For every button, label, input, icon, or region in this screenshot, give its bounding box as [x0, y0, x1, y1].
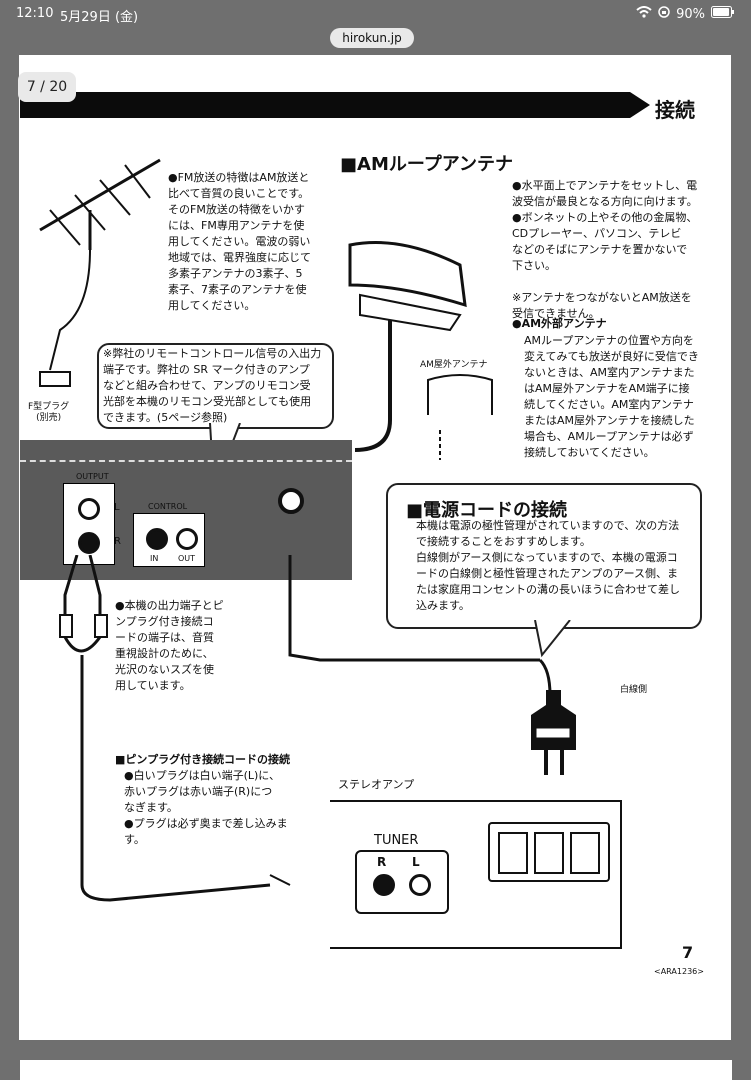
power-plug-illustration [531, 690, 576, 775]
power-bubble [386, 483, 702, 629]
fm-note: ●FM放送の特徴はAM放送と 比べて音質の良いことです。 そのFM放送の特徴をい… [168, 171, 311, 312]
pin-note: ●本機の出力端子とピ ンプラグ付き接続コ ードの端子は、音質 重視設計のために、… [115, 599, 224, 692]
output-jack-l [78, 498, 100, 520]
am-ext-text: AMループアンテナの位置や方向を 変えてみても放送が良好に受信でき ないときは、… [524, 334, 699, 459]
status-date: 5月29日 (金) [60, 10, 139, 25]
outlet-2 [534, 832, 564, 874]
fm-antenna-illustration [39, 158, 161, 387]
url-bar[interactable]: hirokun.jp [330, 28, 414, 48]
control-in-jack [146, 528, 168, 550]
am-ext-title: ●AM外部アンテナ [512, 317, 607, 330]
remote-note-bubble [97, 343, 334, 429]
stereo-amp-panel [330, 800, 622, 949]
doc-code: <ARA1236> [654, 967, 704, 976]
cable-drawings [59, 555, 552, 902]
outlet-panel [488, 822, 610, 882]
power-title: ■電源コードの接続 [406, 500, 568, 521]
power-text: 本機は電源の極性管理がされていますので、次の方法 で接続することをおすすめします… [416, 519, 680, 612]
control-terminal-box: CONTROL IN OUT [133, 502, 205, 567]
output-label: OUTPUT [76, 472, 109, 481]
remote-note: ※弊社のリモートコントロール信号の入出力 端子です。弊社の SR マーク付きのア… [103, 347, 322, 424]
next-page-edge [20, 1060, 732, 1080]
pin-title: ■ピンプラグ付き接続コードの接続 [115, 753, 291, 766]
header-bar-tip [630, 92, 650, 118]
white-line-label: 白線側 [620, 685, 648, 695]
tuner-l-label: L [412, 855, 420, 869]
am-antenna-terminal [278, 488, 304, 514]
battery-icon [711, 6, 735, 22]
tuner-input-box: R L [355, 850, 449, 914]
am-loop-title: ■AMループアンテナ [340, 154, 514, 175]
stereo-amp-label: ステレオアンプ [338, 778, 415, 791]
status-time: 12:10 [16, 6, 54, 21]
wifi-icon [636, 6, 652, 22]
am-notes: ●水平面上でアンテナをセットし、電 波受信が最良となる方向に向けます。 ●ボンネ… [512, 179, 698, 320]
status-right: 90% [636, 6, 735, 22]
output-l-label: L [114, 502, 120, 513]
tuner-label: TUNER [374, 833, 419, 848]
panel-dash [20, 460, 352, 462]
control-out-jack [176, 528, 198, 550]
battery-percent: 90% [676, 6, 705, 22]
header-bar [20, 92, 630, 118]
am-outdoor-label: AM屋外アンテナ [420, 360, 488, 370]
control-in-label: IN [150, 554, 159, 563]
status-bar: 12:10 5月29日 (金) 90% [0, 0, 751, 26]
output-jack-r [78, 532, 100, 554]
orientation-lock-icon [658, 6, 670, 22]
control-out-label: OUT [178, 554, 196, 563]
am-cables [355, 320, 441, 460]
control-label: CONTROL [148, 502, 188, 511]
page-indicator: 7 / 20 [18, 72, 76, 102]
output-r-label: R [114, 536, 121, 547]
tuner-jack-r [373, 874, 395, 896]
tuner-jack-l [409, 874, 431, 896]
f-plug-label: F型プラグ (別売) [28, 402, 70, 423]
am-outdoor-antenna [427, 374, 493, 415]
pin-text: ●白いプラグは白い端子(L)に、 赤いプラグは赤い端子(R)につ なぎます。 ●… [124, 769, 288, 846]
output-terminal-box: OUTPUT L R [63, 472, 121, 565]
outlet-1 [498, 832, 528, 874]
am-loop-antenna-illustration [348, 241, 467, 332]
power-bubble-pointer [534, 620, 571, 658]
section-title-connect: 接続 [655, 98, 695, 122]
tuner-r-label: R [377, 855, 387, 869]
page-number: 7 [682, 943, 694, 962]
outlet-3 [570, 832, 600, 874]
